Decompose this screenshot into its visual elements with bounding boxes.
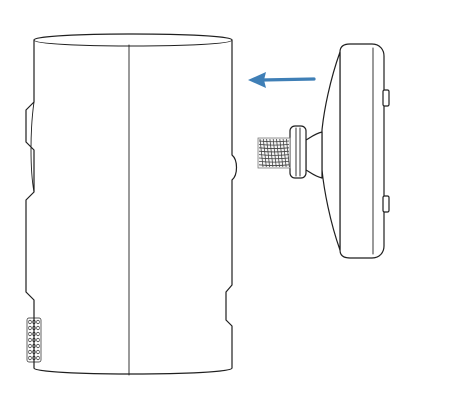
speaker-hole [32, 343, 36, 349]
speaker-hole [36, 337, 40, 343]
screw-thread-ring [258, 161, 290, 163]
speaker-hole [32, 349, 36, 355]
camera-body [25, 33, 238, 376]
speaker-hole [32, 325, 36, 331]
speaker-holes [28, 319, 40, 361]
wall-mount [289, 43, 390, 259]
screw-thread-ring [258, 144, 290, 146]
screw-thread-line [259, 138, 264, 168]
speaker-hole [28, 343, 32, 349]
screw-thread-line [279, 138, 284, 168]
speaker-hole [28, 355, 32, 361]
screw-thread-ring [258, 150, 290, 153]
speaker-hole [36, 325, 40, 331]
speaker-hole [36, 349, 40, 355]
speaker-grille [26, 317, 42, 363]
speaker-hole [32, 319, 36, 325]
screw-thread-ring [258, 140, 290, 143]
direction-arrow [248, 72, 316, 88]
speaker-hole [36, 319, 40, 325]
screw-thread-line [286, 138, 290, 168]
screw-thread-ring [258, 147, 290, 149]
mount-collar [289, 125, 307, 179]
screw-thread-ring [258, 154, 290, 156]
mounting-screw [257, 137, 291, 169]
screw-threads [258, 138, 290, 168]
mount-tab-lower [382, 195, 390, 213]
speaker-hole [28, 319, 32, 325]
speaker-hole [28, 325, 32, 331]
speaker-hole [32, 337, 36, 343]
speaker-hole [28, 331, 32, 337]
screw-thread-ring [258, 157, 290, 160]
speaker-hole [36, 343, 40, 349]
mount-tab-upper [382, 89, 390, 107]
speaker-hole [32, 331, 36, 337]
speaker-hole [36, 331, 40, 337]
speaker-hole [36, 355, 40, 361]
speaker-hole [28, 349, 32, 355]
speaker-hole [32, 355, 36, 361]
screw-thread-ring [258, 164, 290, 166]
screw-thread-line [282, 138, 287, 168]
speaker-hole [28, 337, 32, 343]
screw-thread-line [262, 138, 267, 168]
